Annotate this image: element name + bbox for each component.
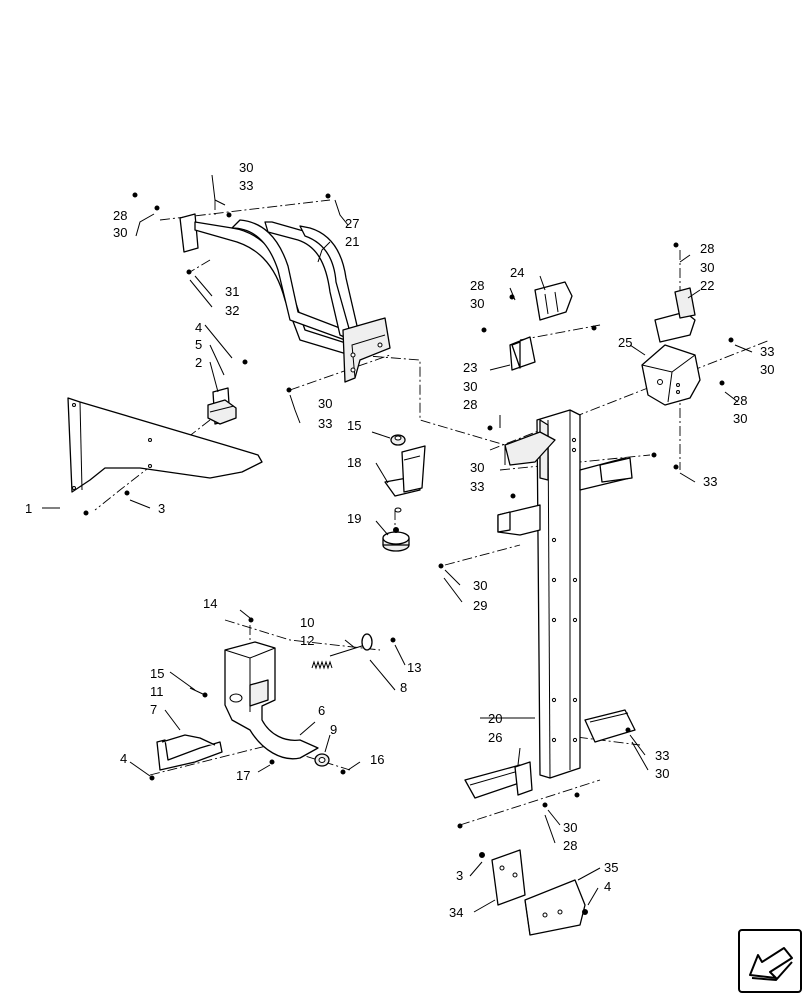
callout-35: 35 xyxy=(604,860,618,875)
callout-28-mid: 28 xyxy=(470,278,484,293)
callout-33-step: 33 xyxy=(655,748,669,763)
callout-17: 17 xyxy=(236,768,250,783)
callout-30-right: 30 xyxy=(733,411,747,426)
callout-labels: 30 33 28 30 27 21 31 32 4 5 2 30 33 1 3 … xyxy=(25,160,774,920)
callout-6: 6 xyxy=(318,703,325,718)
callout-7: 7 xyxy=(150,702,157,717)
part-plate-34 xyxy=(491,849,526,906)
part-spring-12 xyxy=(311,660,333,670)
part-step-26 xyxy=(464,709,636,799)
callout-25: 25 xyxy=(618,335,632,350)
callout-8: 8 xyxy=(400,680,407,695)
callout-12: 12 xyxy=(300,633,314,648)
callout-5: 5 xyxy=(195,337,202,352)
callout-18: 18 xyxy=(347,455,361,470)
callout-28-topleft: 28 xyxy=(113,208,127,223)
part-spacer-9 xyxy=(314,753,330,767)
callout-28-right: 28 xyxy=(733,393,747,408)
callout-30-mast: 30 xyxy=(463,379,477,394)
callout-24: 24 xyxy=(510,265,524,280)
part-mount-bracket-18 xyxy=(384,445,426,497)
callout-4-bottom: 4 xyxy=(604,879,611,894)
callout-33-25: 33 xyxy=(760,344,774,359)
callout-30-step: 30 xyxy=(655,766,669,781)
callout-30-bottom: 30 xyxy=(563,820,577,835)
callout-15-low: 15 xyxy=(150,666,164,681)
callout-33-mast: 33 xyxy=(470,479,484,494)
callout-30-29: 30 xyxy=(473,578,487,593)
part-pedestal-6 xyxy=(224,641,319,760)
callout-30-left: 30 xyxy=(318,396,332,411)
part-bracket-22 xyxy=(654,287,696,343)
callout-33-right: 33 xyxy=(703,474,717,489)
part-bracket-24 xyxy=(534,281,573,321)
callout-10: 10 xyxy=(300,615,314,630)
hardware-fasteners xyxy=(83,192,734,915)
callout-28-bottom: 28 xyxy=(563,838,577,853)
callout-26: 26 xyxy=(488,730,502,745)
callout-28-midmast: 28 xyxy=(463,397,477,412)
part-rubber-bumper-15 xyxy=(390,434,406,446)
part-mast-20 xyxy=(497,409,633,779)
callout-4-top: 4 xyxy=(195,320,202,335)
callout-1: 1 xyxy=(25,501,32,516)
callout-33-top: 33 xyxy=(239,178,253,193)
assembly-centerlines xyxy=(94,199,771,826)
callout-27: 27 xyxy=(345,216,359,231)
part-fender-panel xyxy=(67,397,263,493)
part-bracket-35 xyxy=(524,879,586,936)
leader-lines xyxy=(42,174,753,913)
part-isolator-19 xyxy=(382,507,410,552)
callout-19: 19 xyxy=(347,511,361,526)
callout-30-22: 30 xyxy=(700,260,714,275)
callout-30-25: 30 xyxy=(760,362,774,377)
callout-23: 23 xyxy=(463,360,477,375)
part-handrail-frame xyxy=(179,213,391,383)
part-housing-25 xyxy=(641,344,701,406)
callout-9: 9 xyxy=(330,722,337,737)
callout-13: 13 xyxy=(407,660,421,675)
callout-20: 20 xyxy=(488,711,502,726)
callout-30-mid: 30 xyxy=(470,296,484,311)
part-bracket-2 xyxy=(207,387,237,425)
callout-28-topright: 28 xyxy=(700,241,714,256)
callout-29: 29 xyxy=(473,598,487,613)
part-rod-10 xyxy=(329,633,373,657)
part-bracket-23 xyxy=(509,336,536,371)
callout-33-left: 33 xyxy=(318,416,332,431)
callout-21: 21 xyxy=(345,234,359,249)
callout-22: 22 xyxy=(700,278,714,293)
callout-14: 14 xyxy=(203,596,217,611)
callout-30-24: 30 xyxy=(470,460,484,475)
callout-31: 31 xyxy=(225,284,239,299)
callout-3-left: 3 xyxy=(158,501,165,516)
callout-3-bottom: 3 xyxy=(456,868,463,883)
callout-2: 2 xyxy=(195,355,202,370)
callout-11: 11 xyxy=(150,684,164,699)
arrow-icon[interactable] xyxy=(738,929,802,993)
part-handle-7 xyxy=(156,734,223,771)
callout-4-low: 4 xyxy=(120,751,127,766)
callout-30-top: 30 xyxy=(239,160,253,175)
callout-30-topleft: 30 xyxy=(113,225,127,240)
callout-16: 16 xyxy=(370,752,384,767)
callout-32: 32 xyxy=(225,303,239,318)
callout-34: 34 xyxy=(449,905,463,920)
callout-15-mid: 15 xyxy=(347,418,361,433)
